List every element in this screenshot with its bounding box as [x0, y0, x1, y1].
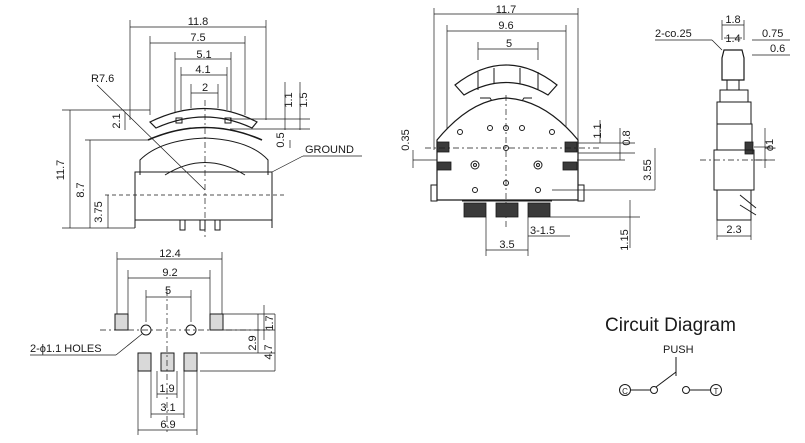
dim-11-7-top: 11.7: [496, 4, 517, 16]
chamfer-label: 2-co.25: [655, 28, 692, 40]
dim-3-5: 3.5: [499, 239, 514, 251]
side-view: 1.8 1.4 2-co.25 0.75 0.6 ϕ1 2.3: [655, 14, 790, 240]
circuit-diagram: Circuit Diagram PUSH C T: [605, 315, 736, 396]
dim-4-7: 4.7: [263, 344, 275, 359]
dim-1-5: 1.5: [298, 92, 310, 107]
dim-4-1: 4.1: [195, 64, 210, 76]
dim-0-35: 0.35: [400, 129, 412, 150]
dim-2-1: 2.1: [111, 113, 123, 128]
dim-1-1: 1.1: [283, 92, 295, 107]
terminal-c-label: C: [622, 387, 628, 396]
dim-0-6: 0.6: [770, 43, 785, 55]
dim-3-55: 3.55: [642, 159, 654, 180]
dim-7-5: 7.5: [190, 32, 205, 44]
dim-3-75: 3.75: [93, 201, 105, 222]
dim-5-1: 5.1: [196, 49, 211, 61]
dim-r7-6: R7.6: [91, 73, 114, 85]
dim-2-9: 2.9: [247, 335, 259, 350]
ground-label: GROUND: [305, 144, 354, 156]
footprint-view: 12.4 9.2 5 2-ϕ1.1 HOLES 1.7 2.9 4.7: [30, 248, 276, 435]
dim-1-15: 1.15: [619, 229, 631, 250]
dim-2: 2: [202, 82, 208, 94]
terminal-t-label: T: [714, 387, 719, 396]
dim-0-8: 0.8: [621, 130, 633, 145]
dim-2-3: 2.3: [726, 224, 741, 236]
dim-1-8: 1.8: [725, 14, 740, 26]
dim-12-4: 12.4: [159, 248, 180, 260]
dim-1-9: 1.9: [159, 383, 174, 395]
terminal-t-icon: [710, 384, 722, 396]
dim-0-75: 0.75: [762, 28, 783, 40]
circuit-title: Circuit Diagram: [605, 315, 736, 336]
dim-11-8: 11.8: [188, 16, 209, 28]
dim-3-1-5: 3-1.5: [530, 225, 555, 237]
dim-1-4: 1.4: [725, 33, 740, 45]
dim-11-7: 11.7: [55, 160, 67, 181]
holes-label: 2-ϕ1.1 HOLES: [30, 343, 102, 355]
dim-9-6: 9.6: [498, 20, 513, 32]
top-view: 11.7 9.6 5: [400, 4, 656, 256]
dim-1-1-top: 1.1: [592, 123, 604, 138]
dim-6-9: 6.9: [160, 419, 175, 431]
dim-phi1: ϕ1: [764, 139, 776, 151]
dim-0-5: 0.5: [275, 132, 287, 147]
dim-8-7: 8.7: [75, 182, 87, 197]
dim-3-1: 3.1: [160, 402, 175, 414]
dim-9-2: 9.2: [162, 267, 177, 279]
dim-5-footprint: 5: [165, 285, 171, 297]
push-label: PUSH: [663, 344, 694, 356]
dim-5-top: 5: [506, 38, 512, 50]
dim-1-7: 1.7: [264, 315, 276, 330]
front-view: 11.8 7.5 5.1 4.1 2 R7.6: [55, 16, 362, 240]
